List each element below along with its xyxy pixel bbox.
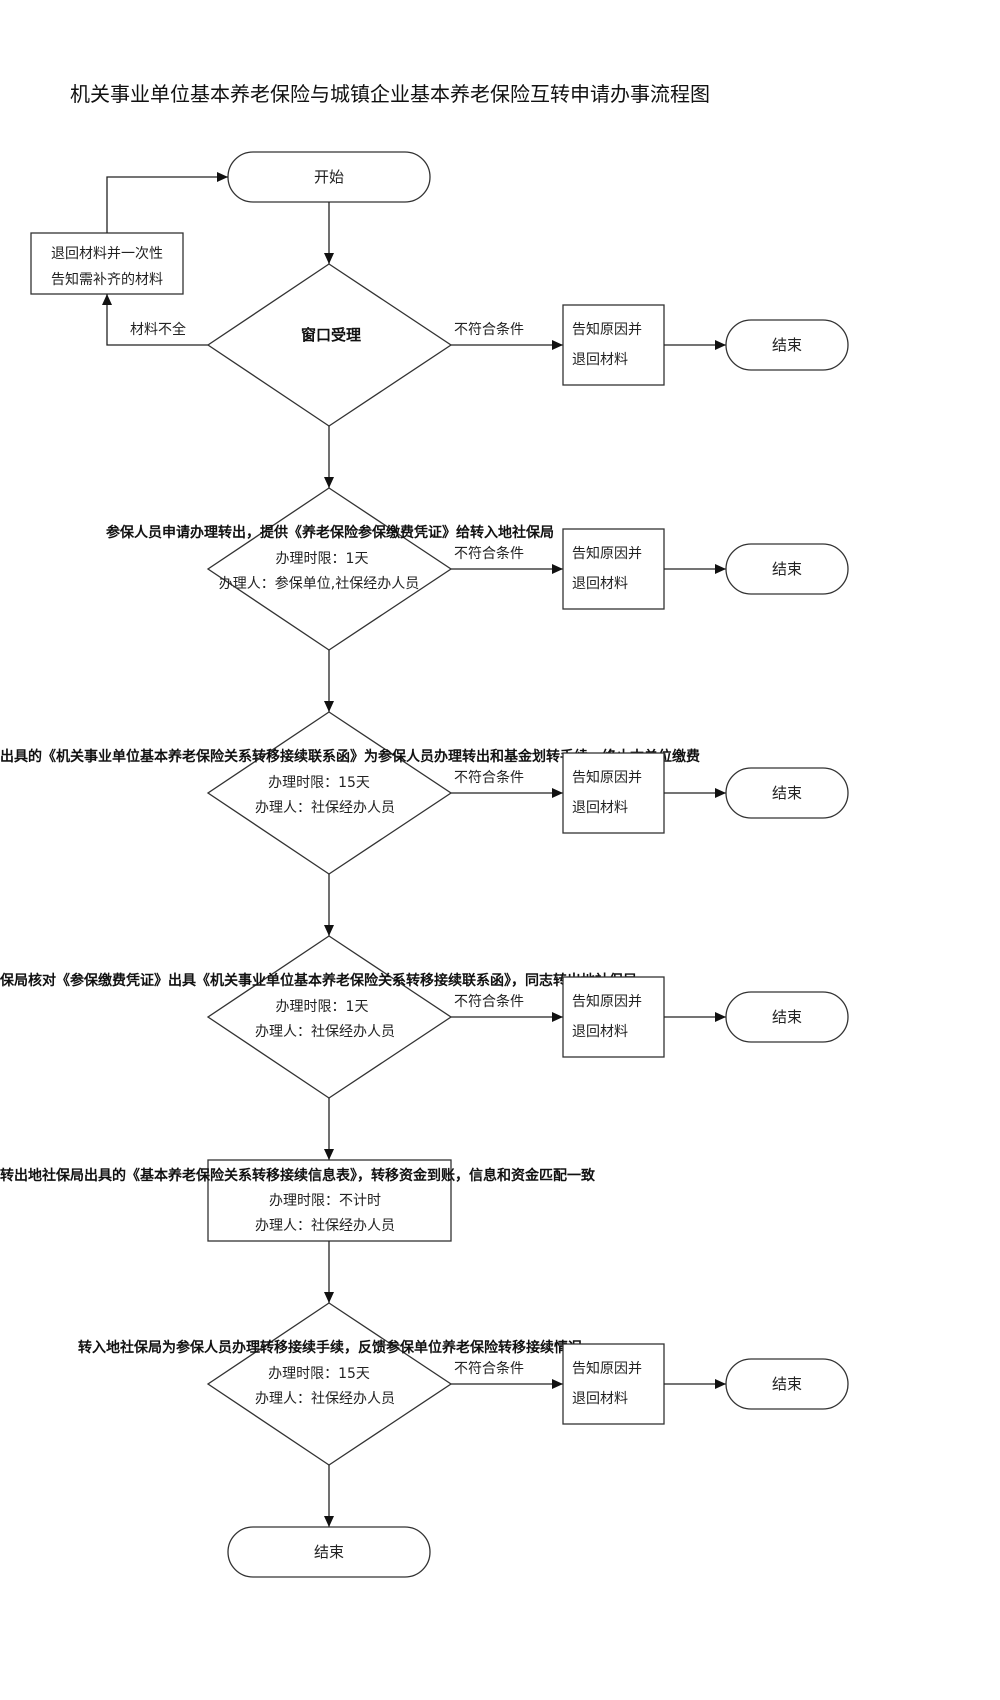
final-end-label: 结束 <box>314 1543 344 1561</box>
step-1-not-qualified-label: 不符合条件 <box>454 545 524 562</box>
step-4-text: 转出地社保局出具的《基本养老保险关系转移接续信息表》，转移资金到账，信息和资金匹… <box>0 1167 596 1184</box>
step-5-text: 转入地社保局为参保人员办理转移接续手续，反馈参保单位养老保险转移接续情况 <box>78 1339 582 1356</box>
step-3-text: 保局核对《参保缴费凭证》出具《机关事业单位基本养老保险关系转移接续联系函》，同志… <box>0 972 637 989</box>
reason-box-line-1: 告知原因并 <box>572 321 642 338</box>
step-1-handler: 办理人：参保单位,社保经办人员 <box>219 575 419 592</box>
step-1-end-terminal <box>725 543 849 595</box>
step-3-limit: 办理时限：1天 <box>276 999 369 1015</box>
final-end-terminal <box>227 1526 431 1578</box>
step-3-reason-line-1: 告知原因并 <box>572 993 642 1010</box>
step-5-reason-line-1: 告知原因并 <box>572 1360 642 1377</box>
step-2-reason-line-1: 告知原因并 <box>572 769 642 786</box>
step-3-diamond <box>206 935 453 1099</box>
step-5-reason-box <box>562 1343 665 1425</box>
step-2-handler: 办理人：社保经办人员 <box>255 800 395 816</box>
step-1-text: 参保人员申请办理转出，提供《养老保险参保缴费凭证》给转入地社保局 <box>106 524 554 541</box>
step-5-end-label: 结束 <box>772 1375 802 1393</box>
step-1-diamond <box>206 487 453 651</box>
step-1-end-label: 结束 <box>772 560 802 578</box>
page-title: 机关事业单位基本养老保险与城镇企业基本养老保险互转申请办事流程图 <box>70 82 710 106</box>
step-4-limit: 办理时限：不计时 <box>269 1193 381 1209</box>
step-5-limit: 办理时限：15天 <box>268 1366 370 1382</box>
step-3-end-label: 结束 <box>772 1008 802 1026</box>
step-3-reason-box <box>562 976 665 1058</box>
step-4-handler: 办理人：社保经办人员 <box>255 1218 395 1234</box>
step-1-reason-box <box>562 528 665 610</box>
reason-box-line-2: 退回材料 <box>572 352 628 368</box>
return-box-line-2: 告知需补齐的材料 <box>51 271 163 288</box>
step-5-end-terminal <box>725 1358 849 1410</box>
step-5-reason-line-2: 退回材料 <box>572 1391 628 1407</box>
return-materials-box <box>30 232 184 295</box>
step-2-end-terminal <box>725 767 849 819</box>
step-3-end-terminal <box>725 991 849 1043</box>
window-accept-diamond <box>206 263 453 427</box>
step-2-reason-box <box>562 752 665 834</box>
step-4-box <box>207 1159 452 1242</box>
reason-box <box>562 304 665 386</box>
connector-incomplete <box>102 294 208 346</box>
start-label: 开始 <box>314 168 344 186</box>
step-3-reason-line-2: 退回材料 <box>572 1024 628 1040</box>
not-qualified-label: 不符合条件 <box>454 321 524 338</box>
incomplete-label: 材料不全 <box>130 321 186 338</box>
end-terminal <box>725 319 849 371</box>
window-accept-label: 窗口受理 <box>301 326 361 344</box>
end-label: 结束 <box>772 336 802 354</box>
step-2-reason-line-2: 退回材料 <box>572 800 628 816</box>
step-2-diamond <box>206 711 453 875</box>
step-5-handler: 办理人：社保经办人员 <box>255 1391 395 1407</box>
step-3-not-qualified-label: 不符合条件 <box>454 993 524 1010</box>
step-1-limit: 办理时限：1天 <box>276 551 369 567</box>
step-3-handler: 办理人：社保经办人员 <box>255 1024 395 1040</box>
return-box-line-1: 退回材料并一次性 <box>51 246 163 262</box>
step-2-not-qualified-label: 不符合条件 <box>454 769 524 786</box>
step-5-not-qualified-label: 不符合条件 <box>454 1360 524 1377</box>
step-2-text: 出具的《机关事业单位基本养老保险关系转移接续联系函》为参保人员办理转出和基金划转… <box>0 748 700 765</box>
step-5-diamond <box>206 1302 453 1466</box>
connector-return-to-start <box>106 172 228 233</box>
step-2-limit: 办理时限：15天 <box>268 775 370 791</box>
step-2-end-label: 结束 <box>772 784 802 802</box>
step-1-reason-line-1: 告知原因并 <box>572 545 642 562</box>
step-1-reason-line-2: 退回材料 <box>572 576 628 592</box>
